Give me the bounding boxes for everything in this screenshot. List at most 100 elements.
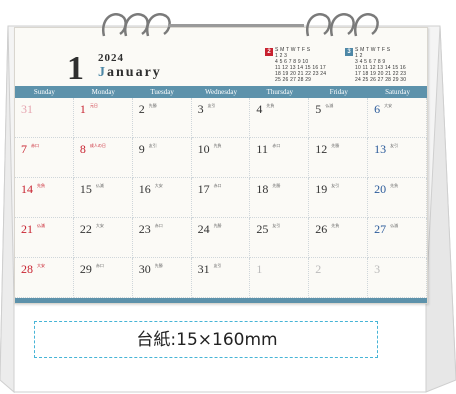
month-name-rest: anuary — [107, 65, 162, 80]
mini-calendar-row: 10 11 12 13 14 15 16 — [355, 65, 406, 71]
day-note: 先勝 — [272, 183, 281, 188]
mini-calendar-row: 1 2 3 — [275, 53, 288, 59]
day-cell: 3 — [368, 258, 427, 298]
day-number: 22 — [79, 222, 92, 236]
day-number: 9 — [138, 142, 145, 156]
mini-calendar-row: 24 25 26 27 28 29 30 — [355, 77, 407, 83]
day-number: 17 — [197, 182, 210, 196]
mini-calendar-row: 25 26 27 28 29 — [275, 77, 312, 83]
day-number: 4 — [256, 102, 263, 116]
day-number: 13 — [374, 142, 387, 156]
day-number: 20 — [374, 182, 387, 196]
day-note: 先負 — [213, 143, 222, 148]
day-number: 1 — [79, 102, 86, 116]
day-number: 14 — [21, 182, 33, 196]
mini-calendar-row: 17 18 19 20 21 22 23 — [355, 71, 407, 77]
day-note: 赤口 — [213, 183, 222, 188]
month-number: 1 — [67, 50, 84, 87]
day-note: 友引 — [148, 143, 157, 148]
day-note: 赤口 — [31, 143, 39, 148]
day-number: 28 — [21, 262, 33, 276]
day-number: 3 — [197, 102, 204, 116]
stand-size-label: 台紙:15×160mm — [136, 330, 278, 350]
weekday-tuesday: Tuesday — [150, 88, 174, 96]
mini-prev-badge: 2 — [265, 48, 273, 56]
day-number: 11 — [256, 142, 268, 156]
day-number: 27 — [374, 222, 387, 236]
day-cell: 1 — [250, 258, 310, 298]
weekday-friday: Friday — [329, 88, 348, 96]
day-note: 先負 — [37, 183, 45, 188]
day-note: 仏滅 — [95, 183, 104, 188]
bottom-accent-band — [15, 298, 427, 303]
day-number: 1 — [256, 262, 263, 276]
day-number: 29 — [79, 262, 92, 276]
day-note: 友引 — [390, 143, 399, 148]
mini-calendar-row: S M T W T F S — [275, 47, 311, 53]
weekday-thursday: Thursday — [266, 88, 294, 96]
day-number: 30 — [138, 262, 151, 276]
stand-size-label-box: 台紙:15×160mm — [34, 321, 378, 358]
mini-calendar-row: 4 5 6 7 8 9 10 — [275, 59, 309, 65]
day-number: 2 — [315, 262, 322, 276]
day-number: 2 — [138, 102, 145, 116]
day-note: 友引 — [331, 183, 340, 188]
day-note: 先負 — [331, 223, 340, 228]
day-number: 26 — [315, 222, 328, 236]
day-cell: 14 先負 — [15, 178, 74, 218]
day-note: 友引 — [213, 263, 222, 268]
weekday-sunday: Sunday — [33, 88, 55, 96]
day-number: 5 — [315, 102, 322, 116]
day-cell: 11 赤口 — [250, 138, 310, 178]
weekday-wednesday: Wednesday — [204, 88, 238, 96]
day-number: 31 — [21, 102, 33, 116]
day-note: 赤口 — [272, 143, 281, 148]
month-name: January — [98, 65, 162, 81]
day-note: 先負 — [390, 183, 399, 188]
day-number: 10 — [197, 142, 210, 156]
weekday-monday: Monday — [91, 88, 115, 96]
day-note: 先勝 — [331, 143, 340, 148]
day-note: 仏滅 — [37, 223, 45, 228]
month-name-initial: J — [98, 65, 107, 80]
day-number: 12 — [315, 142, 328, 156]
day-note: 仏滅 — [325, 103, 334, 108]
mini-next-badge: 3 — [345, 48, 353, 56]
mini-calendar-row: 1 2 — [355, 53, 363, 59]
day-number: 18 — [256, 182, 269, 196]
day-cell: 7 赤口 — [15, 138, 74, 178]
day-number: 19 — [315, 182, 328, 196]
day-note: 赤口 — [95, 263, 104, 268]
day-number: 7 — [21, 142, 27, 156]
day-note: 大安 — [95, 223, 104, 228]
weekday-saturday: Saturday — [385, 88, 410, 96]
day-number: 25 — [256, 222, 269, 236]
year-label: 2024 — [98, 52, 124, 64]
day-number: 24 — [197, 222, 210, 236]
day-number: 16 — [138, 182, 151, 196]
day-note: 友引 — [207, 103, 216, 108]
